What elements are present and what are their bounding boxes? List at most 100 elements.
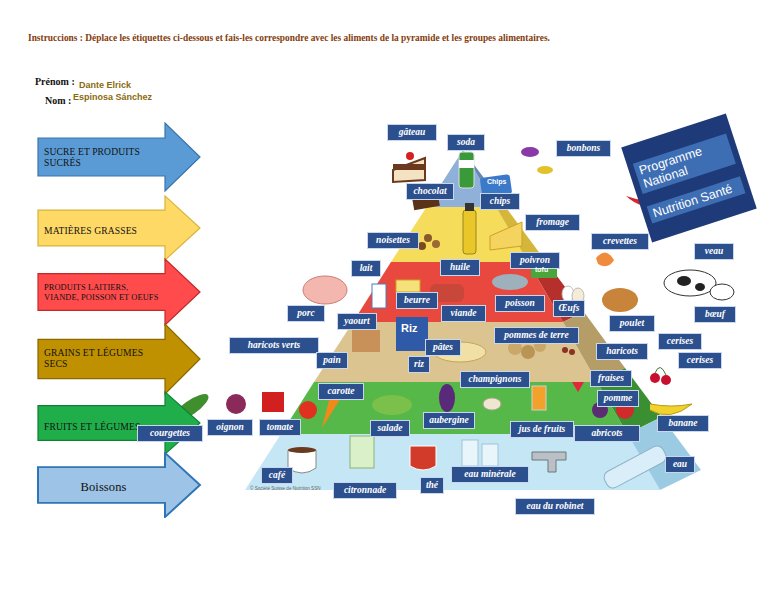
food-name: abricots bbox=[578, 426, 636, 441]
food-name: haricots verts bbox=[233, 338, 315, 353]
food-tag: pain bbox=[316, 352, 348, 369]
food-name: eau bbox=[669, 457, 691, 472]
arrow-outline bbox=[38, 453, 200, 517]
group-arrow: SUCRE ET PRODUITS SUCRÉS bbox=[37, 122, 202, 192]
food-tag: poisson bbox=[495, 295, 545, 312]
food-tag: courgettes bbox=[137, 425, 203, 442]
food-name: pain bbox=[320, 353, 344, 368]
package-text: tofu bbox=[535, 266, 548, 273]
food-name: aubergine bbox=[427, 413, 471, 428]
food-tag: poulet bbox=[609, 315, 655, 332]
food-name: Œufs bbox=[557, 301, 581, 316]
food-name: pommes de terre bbox=[498, 328, 575, 343]
arrow-outline bbox=[38, 324, 200, 394]
food-name: fromage bbox=[529, 215, 576, 230]
student-field: Dante Elrick bbox=[79, 80, 131, 90]
food-tag: fraises bbox=[590, 370, 632, 387]
food-tag: eau bbox=[665, 456, 695, 473]
arrow-body: SUCRE ET PRODUITS SUCRÉS bbox=[44, 138, 163, 176]
food-tag: cerises bbox=[658, 333, 702, 350]
food-name: beurre bbox=[400, 293, 434, 308]
arrow-outline bbox=[38, 196, 200, 260]
student-field: Espinosa Sánchez bbox=[73, 92, 152, 102]
food-name: carotte bbox=[322, 384, 360, 399]
food-name: banane bbox=[661, 416, 705, 431]
food-name: porc bbox=[291, 306, 321, 321]
food-tag: pâtes bbox=[425, 339, 461, 356]
food-tag: chips bbox=[480, 193, 520, 210]
arrow-body: GRAINS ET LÉGUMES SECS bbox=[44, 339, 163, 377]
food-tag: bonbons bbox=[556, 140, 611, 157]
arrow-outline bbox=[38, 123, 200, 191]
group-name: PRODUITS LAITIERS, VIANDE, POISSON ET OE… bbox=[44, 283, 163, 303]
food-name: pâtes bbox=[429, 340, 457, 355]
food-tag: gâteau bbox=[387, 124, 437, 141]
arrow-body: Boissons bbox=[44, 468, 163, 506]
food-name: gâteau bbox=[391, 125, 433, 140]
food-name: cerises bbox=[662, 334, 698, 349]
group-arrow: MATIÈRES GRASSES bbox=[37, 195, 202, 261]
food-tag: noisettes bbox=[367, 232, 419, 249]
food-tag: café bbox=[261, 467, 293, 484]
food-tag: citronnade bbox=[333, 482, 397, 499]
group-name: MATIÈRES GRASSES bbox=[44, 225, 163, 236]
food-tag: tomate bbox=[259, 419, 301, 436]
group-arrow: Boissons bbox=[37, 452, 202, 518]
food-name: eau minérale bbox=[455, 467, 525, 482]
food-tag: banane bbox=[657, 415, 709, 432]
group-arrow: PRODUITS LAITIERS, VIANDE, POISSON ET OE… bbox=[37, 258, 202, 326]
arrow-body: PRODUITS LAITIERS, VIANDE, POISSON ET OE… bbox=[44, 274, 163, 312]
food-tag: haricots bbox=[596, 343, 648, 360]
food-tag: beurre bbox=[396, 292, 438, 309]
food-name: pomme bbox=[601, 391, 635, 406]
food-name: poulet bbox=[613, 316, 651, 331]
food-name: tomate bbox=[263, 420, 297, 435]
food-name: viande bbox=[445, 306, 482, 321]
group-name: SUCRE ET PRODUITS SUCRÉS bbox=[44, 146, 163, 168]
food-tag: salade bbox=[370, 420, 410, 437]
food-name: champignons bbox=[464, 372, 526, 387]
food-name: lait bbox=[355, 261, 377, 276]
arrow-outline bbox=[38, 259, 200, 325]
food-name: cerises bbox=[682, 353, 718, 368]
food-name: eau du robinet bbox=[519, 499, 591, 514]
food-tag: veau bbox=[694, 243, 734, 260]
student-field: Nom : bbox=[45, 95, 71, 106]
food-name: bœuf bbox=[698, 307, 732, 322]
food-tag: jus de fruits bbox=[510, 421, 574, 438]
food-name: thé bbox=[424, 478, 440, 493]
arrow-outline bbox=[38, 392, 200, 454]
food-tag: crevettes bbox=[591, 233, 649, 250]
food-tag: abricots bbox=[574, 425, 640, 442]
group-name: Boissons bbox=[44, 482, 163, 493]
instruction-title: Instruccions : Déplace les étiquettes ci… bbox=[28, 33, 550, 43]
food-name: veau bbox=[698, 244, 730, 259]
food-name: citronnade bbox=[337, 483, 393, 498]
food-name: noisettes bbox=[371, 233, 415, 248]
food-tag: eau du robinet bbox=[515, 498, 595, 515]
food-name: café bbox=[265, 468, 289, 483]
food-name: salade bbox=[374, 421, 406, 436]
food-tag: fromage bbox=[525, 214, 580, 231]
food-tag: aubergine bbox=[423, 412, 475, 429]
package-text: Chips bbox=[487, 178, 506, 185]
food-tag: eau minérale bbox=[451, 466, 529, 483]
food-name: bonbons bbox=[560, 141, 607, 156]
food-name: huile bbox=[444, 260, 476, 275]
food-name: chips bbox=[484, 194, 516, 209]
copyright-note: © Société Suisse de Nutrition SSN bbox=[250, 486, 321, 491]
food-tag: huile bbox=[440, 259, 480, 276]
student-field: Prénom : bbox=[35, 76, 75, 87]
package-text: Riz bbox=[401, 322, 418, 334]
food-tag: chocolat bbox=[406, 183, 454, 200]
food-tag: yaourt bbox=[337, 313, 377, 330]
group-name: GRAINS ET LÉGUMES SECS bbox=[44, 347, 163, 369]
food-name: crevettes bbox=[595, 234, 645, 249]
logo-box: Programme NationalNutrition Santé bbox=[621, 113, 757, 242]
food-tag: soda bbox=[447, 134, 485, 151]
food-tag: pomme bbox=[597, 390, 639, 407]
group-arrow: FRUITS ET LÉGUMES bbox=[37, 391, 202, 455]
food-tag: bœuf bbox=[694, 306, 736, 323]
arrow-body: MATIÈRES GRASSES bbox=[44, 211, 163, 249]
food-tag: thé bbox=[420, 477, 444, 494]
